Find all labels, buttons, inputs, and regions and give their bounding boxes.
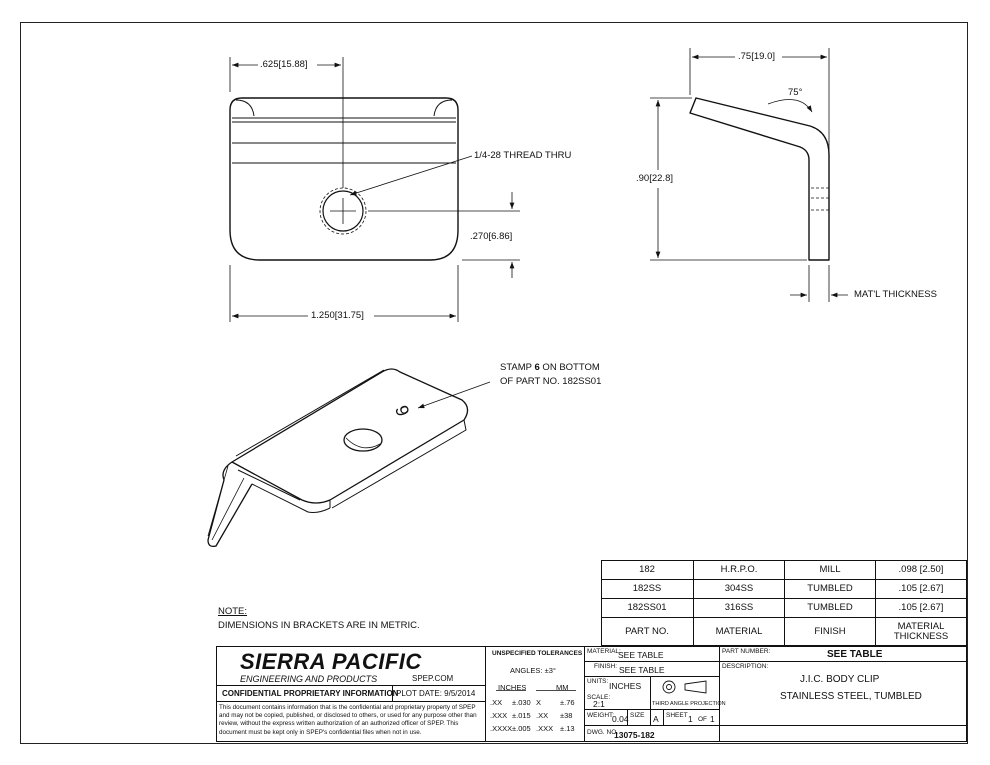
table-header: MATERIAL [715, 626, 763, 637]
tol-mm-label: MM [556, 683, 569, 692]
finish-value: SEE TABLE [619, 665, 665, 675]
weight-label: WEIGHT: [587, 712, 615, 719]
table-cell: 182SS01 [627, 602, 667, 613]
part-table-grid [601, 560, 967, 646]
confidential-heading: CONFIDENTIAL PROPRIETARY INFORMATION [222, 689, 399, 698]
dwg-label: DWG. NO. [587, 729, 619, 736]
dim-hole-offset: .270[6.86] [470, 231, 513, 242]
description-line2: STAINLESS STEEL, TUMBLED [780, 691, 922, 702]
dim-width-top: .625[15.88] [260, 59, 308, 70]
company-subtitle: ENGINEERING AND PRODUCTS [240, 674, 378, 684]
part-number-label: PART NUMBER: [722, 648, 771, 655]
sheet-num: 1 [688, 714, 693, 724]
table-cell: .098 [2.50] [898, 564, 944, 575]
dim-overall-width: 1.250[31.75] [311, 310, 364, 321]
material-label: MATERIAL: [587, 648, 621, 655]
part-number-value: SEE TABLE [827, 649, 883, 660]
scale-label: SCALE: [587, 694, 611, 701]
front-view [229, 97, 459, 261]
scale-value: 2:1 [593, 699, 605, 709]
table-cell: TUMBLED [807, 583, 853, 594]
note-text: DIMENSIONS IN BRACKETS ARE IN METRIC. [218, 620, 420, 631]
side-dimensions [650, 48, 848, 302]
confidential-text: This document contains information that … [219, 704, 477, 736]
dim-side-depth: .75[19.0] [738, 51, 775, 62]
isometric-view [207, 368, 491, 548]
table-header: FINISH [814, 626, 846, 637]
table-cell: 182SS [632, 583, 662, 594]
front-dimensions [229, 57, 520, 322]
table-cell: .105 [2.67] [898, 602, 944, 613]
note-heading: NOTE: [218, 606, 248, 617]
table-header: MATERIAL THICKNESS [893, 620, 949, 642]
size-label: SIZE [630, 712, 645, 719]
material-value: SEE TABLE [618, 650, 664, 660]
table-cell: 182 [639, 564, 655, 575]
table-cell: 304SS [724, 583, 754, 594]
table-cell: H.R.P.O. [720, 564, 758, 575]
dwg-value: 13075-182 [614, 730, 655, 740]
table-cell: TUMBLED [807, 602, 853, 613]
units-label: UNITS: [587, 678, 609, 685]
mat-thickness-label: MAT'L THICKNESS [854, 289, 937, 300]
projection-label: THIRD ANGLE PROJECTION [652, 701, 726, 707]
description-label: DESCRIPTION: [722, 663, 769, 670]
units-value: INCHES [609, 681, 642, 691]
dim-height: .90[22.8] [636, 173, 673, 184]
drawing-border [20, 22, 968, 744]
title-block-grid [216, 646, 967, 742]
table-cell: MILL [819, 564, 841, 575]
sheet-total: 1 [710, 714, 715, 724]
sheet-label: SHEET [666, 712, 688, 719]
table-cell: .105 [2.67] [898, 583, 944, 594]
table-header: PART NO. [625, 626, 669, 637]
side-view [689, 97, 830, 261]
stamp-note-line1: STAMP 6 ON BOTTOM [500, 362, 600, 373]
dim-angle: 75° [788, 87, 803, 98]
weight-value: 0.04 [612, 714, 629, 724]
company-name: SIERRA PACIFIC [240, 649, 422, 674]
plot-date: PLOT DATE: 9/5/2014 [396, 689, 476, 698]
of-label: OF [698, 716, 708, 723]
thread-note: 1/4-28 THREAD THRU [474, 150, 572, 161]
tol-inches-label: INCHES [498, 683, 527, 692]
website: SPEP.COM [412, 674, 454, 683]
stamp-note-line2: OF PART NO. 182SS01 [500, 376, 602, 387]
size-value: A [653, 714, 659, 724]
finish-label: FINISH: [594, 663, 618, 670]
tolerance-angles: ANGLES: ±3° [510, 666, 556, 675]
table-cell: 316SS [724, 602, 754, 613]
title-block: SIERRA PACIFIC ENGINEERING AND PRODUCTS … [216, 646, 967, 742]
description-line1: J.I.C. BODY CLIP [800, 674, 880, 685]
tolerances-heading: UNSPECIFIED TOLERANCES [492, 650, 583, 657]
part-table: 182 H.R.P.O. MILL .098 [2.50] 182SS 304S… [601, 560, 967, 646]
